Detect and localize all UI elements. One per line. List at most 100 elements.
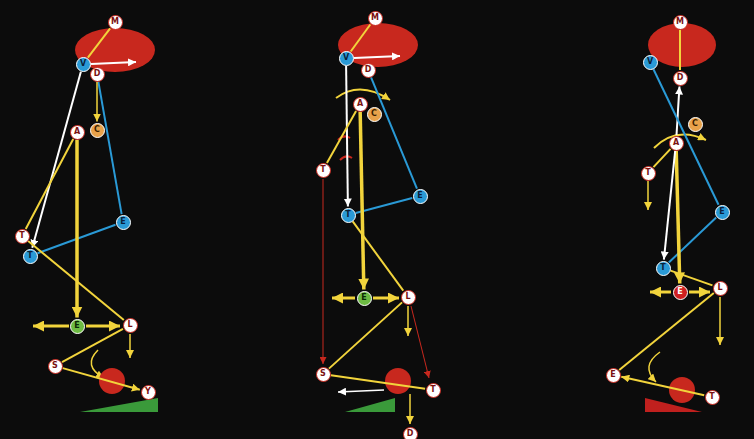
limb-segment [653,149,670,167]
joint-marker: M [368,11,383,26]
heel-ball [385,368,411,394]
limb-segment [26,139,74,229]
joint-letter: T [320,166,325,174]
limb-segment [669,218,716,263]
joint-letter: A [673,139,679,147]
head-arrow [91,62,136,64]
joint-letter: M [371,14,379,22]
joint-letter: T [645,169,650,177]
joint-marker: M [108,15,123,30]
force-arrow [411,306,429,378]
joint-letter: D [94,70,101,78]
shear-arrow [332,297,355,300]
limb-segment [98,82,121,214]
limb-segment [356,198,413,213]
load-arrow [719,297,721,345]
joint-letter: E [719,208,724,216]
joint-marker: E [357,291,372,306]
limb-segment [88,28,110,57]
joint-marker: D [361,63,376,78]
joint-letter: E [74,322,79,330]
wedge-triangle [80,398,158,412]
shear-arrow [33,325,69,328]
joint-letter: Y [145,388,151,396]
joint-marker: D [403,427,418,439]
joint-marker: T [316,163,331,178]
joint-marker: Y [141,385,156,400]
wedge-triangle [645,398,702,412]
joint-letter: M [111,18,119,26]
joint-letter: S [320,370,326,378]
joint-marker: T [15,229,30,244]
load-arrow [407,306,409,336]
joint-marker: V [643,55,658,70]
joint-marker: L [713,281,728,296]
limb-segment [63,368,140,390]
joint-marker: A [669,136,684,151]
joint-letter: L [405,293,410,301]
joint-letter: T [660,264,665,272]
limb-segment [676,86,679,135]
joint-letter: V [343,54,349,62]
tension-mark [340,156,352,160]
joint-marker: V [339,51,354,66]
joint-marker: E [413,189,428,204]
joint-marker: E [606,368,621,383]
joint-marker: S [316,367,331,382]
joint-marker: T [426,383,441,398]
joint-letter: M [676,18,684,26]
limb-segment [28,241,124,320]
joint-marker: T [656,261,671,276]
joint-letter: E [677,288,682,296]
joint-marker: M [673,15,688,30]
joint-marker: T [705,390,720,405]
joint-marker: V [76,57,91,72]
limb-segment [62,329,123,362]
joint-letter: E [610,371,615,379]
limb-segment [671,271,713,286]
joint-marker: A [70,125,85,140]
limb-segment [353,221,404,290]
head-ellipse [338,23,418,67]
limb-segment [327,111,356,163]
joint-letter: L [717,284,722,292]
joint-letter: T [27,252,32,260]
shear-arrow [689,291,710,294]
limb-segment [329,302,402,368]
joint-letter: C [692,120,698,128]
limb-segment [653,69,718,205]
joint-letter: E [417,192,422,200]
joint-letter: D [365,66,372,74]
joint-letter: C [371,110,377,118]
load-arrow [129,334,131,358]
limb-segment [331,375,425,389]
friction-arrow [338,390,384,392]
joint-marker: E [70,319,85,334]
limb-segment [346,66,348,207]
shear-arrow [650,291,671,294]
head-ellipse [75,28,155,72]
joint-marker: T [641,166,656,181]
joint-marker: L [123,318,138,333]
limb-segment [96,82,98,122]
joint-marker: L [401,290,416,305]
joint-marker: C [688,117,703,132]
joint-marker: D [90,67,105,82]
joint-letter: E [120,218,125,226]
joint-letter: A [357,100,363,108]
rotation-arrow [649,352,660,382]
joint-letter: L [127,321,132,329]
joint-marker: T [23,249,38,264]
shear-arrow [373,297,399,300]
joint-marker: S [48,359,63,374]
joint-letter: T [430,386,435,394]
load-arrow [647,181,649,210]
joint-letter: V [80,60,86,68]
joint-letter: D [407,430,414,438]
shear-arrow [86,325,120,328]
limb-segment [664,151,675,260]
joint-marker: D [673,71,688,86]
joint-letter: A [74,128,80,136]
